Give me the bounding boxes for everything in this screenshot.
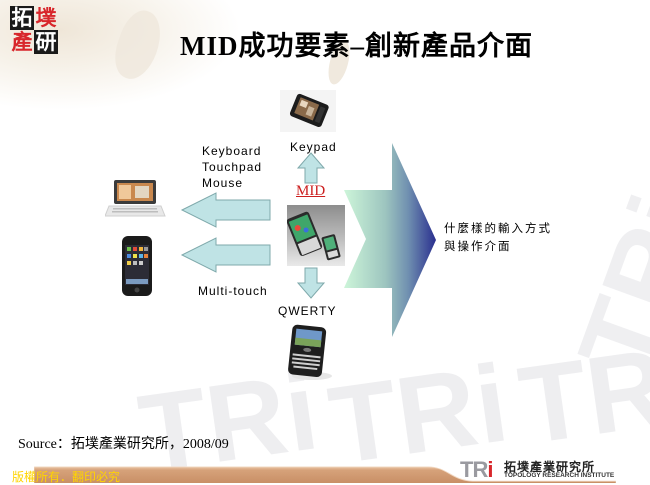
logo-char: 墣: [35, 6, 57, 30]
logo-char: 拓: [10, 6, 34, 30]
down-arrow: [296, 267, 326, 299]
keypad-label: Keypad: [290, 140, 337, 154]
conclusion-line-1: 什麼樣的輸入方式: [444, 221, 552, 235]
conclusion-line-2: 與操作介面: [444, 239, 512, 253]
multi-touch-label: Multi-touch: [198, 284, 268, 298]
qwerty-phone-image: [282, 322, 334, 382]
big-right-arrow: [344, 143, 436, 337]
left-arrow-lower: [180, 237, 271, 273]
logo-char: 產: [11, 30, 33, 54]
qwerty-label: QWERTY: [278, 304, 337, 318]
source-citation: Source：拓墣產業研究所，2008/09: [18, 437, 229, 452]
keypad-phone-image: [280, 90, 336, 132]
tri-logo: TRi 拓墣產業研究所 TOPOLOGY RESEARCH INSTITUTE: [460, 458, 645, 482]
slide-title: MID成功要素–創新產品介面: [180, 31, 533, 61]
mid-label: MID: [296, 183, 326, 199]
mid-device-image: [286, 205, 345, 266]
conclusion-text: 什麼樣的輸入方式 與操作介面: [444, 219, 552, 255]
tri-mark: TRi: [460, 457, 493, 482]
up-arrow: [296, 152, 326, 184]
tri-english-name: TOPOLOGY RESEARCH INSTITUTE: [504, 472, 615, 479]
laptop-image: [104, 178, 167, 220]
brand-logo: 拓 墣 產 研: [10, 6, 58, 54]
copyright-notice: 版權所有．翻印必究: [12, 470, 121, 484]
logo-char: 研: [34, 30, 58, 54]
footer-band: [34, 466, 616, 483]
iphone-image: [120, 235, 154, 297]
keyboard-touchpad-mouse-label: Keyboard Touchpad Mouse: [202, 144, 263, 190]
left-arrow-upper: [180, 192, 271, 228]
tri-chinese-name: 拓墣產業研究所: [504, 460, 596, 474]
